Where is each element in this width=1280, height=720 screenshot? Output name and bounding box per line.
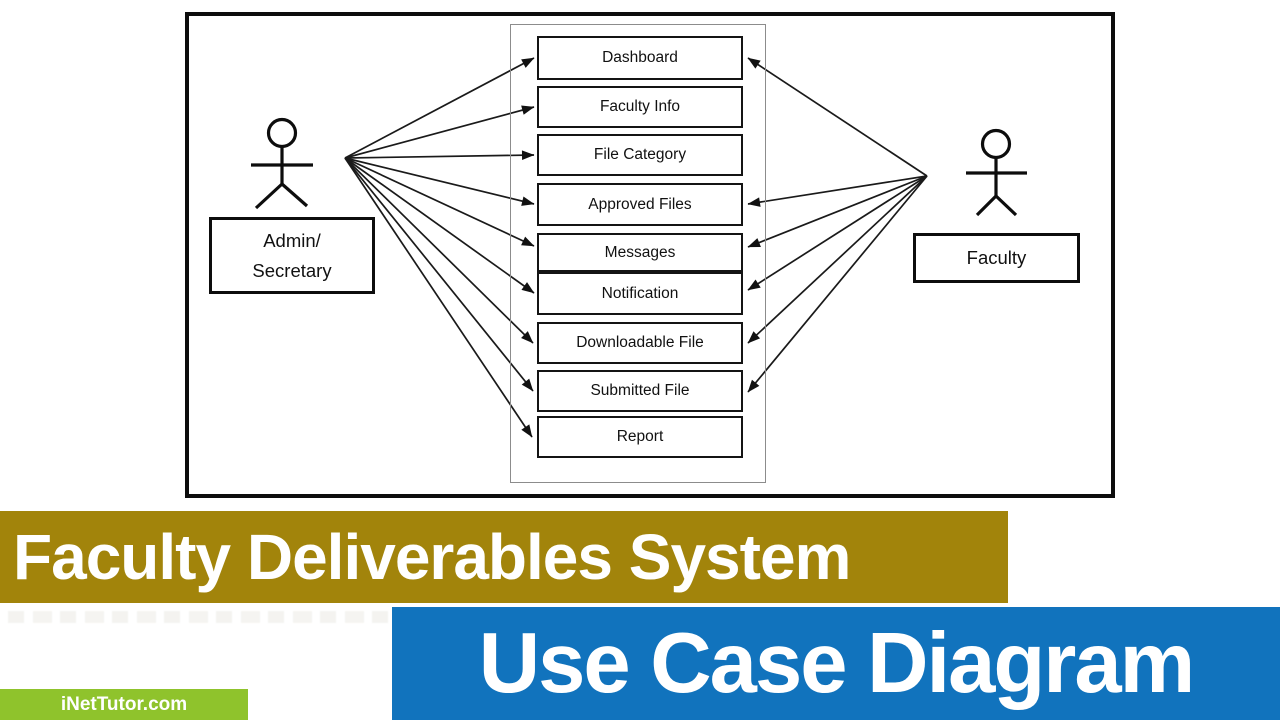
actor-faculty-label: Faculty bbox=[913, 233, 1080, 283]
use-case-faculty-info: Faculty Info bbox=[537, 86, 743, 128]
use-case-messages: Messages bbox=[537, 233, 743, 272]
use-case-dashboard: Dashboard bbox=[537, 36, 743, 80]
actor-faculty-label-text: Faculty bbox=[966, 247, 1027, 269]
watermark-text: iNetTutor.com bbox=[60, 693, 188, 715]
use-case-downloadable-file: Downloadable File bbox=[537, 322, 743, 364]
system-title-text: Faculty Deliverables System bbox=[13, 521, 851, 593]
use-case-submitted-file: Submitted File bbox=[537, 370, 743, 412]
watermark-badge: iNetTutor.com bbox=[0, 689, 248, 720]
diagram-title-banner: Use Case Diagram bbox=[392, 607, 1280, 720]
diagram-title-text: Use Case Diagram bbox=[478, 615, 1195, 711]
use-case-notification: Notification bbox=[537, 272, 743, 315]
actor-admin-label-line1: Admin/ bbox=[263, 229, 321, 251]
use-case-report: Report bbox=[537, 416, 743, 458]
use-case-file-category: File Category bbox=[537, 134, 743, 176]
actor-admin-label-line2: Secretary bbox=[252, 259, 332, 281]
actor-admin-secretary-label: Admin/ Secretary bbox=[209, 217, 375, 294]
use-case-approved-files: Approved Files bbox=[537, 183, 743, 226]
system-title-banner: Faculty Deliverables System bbox=[0, 511, 1008, 603]
